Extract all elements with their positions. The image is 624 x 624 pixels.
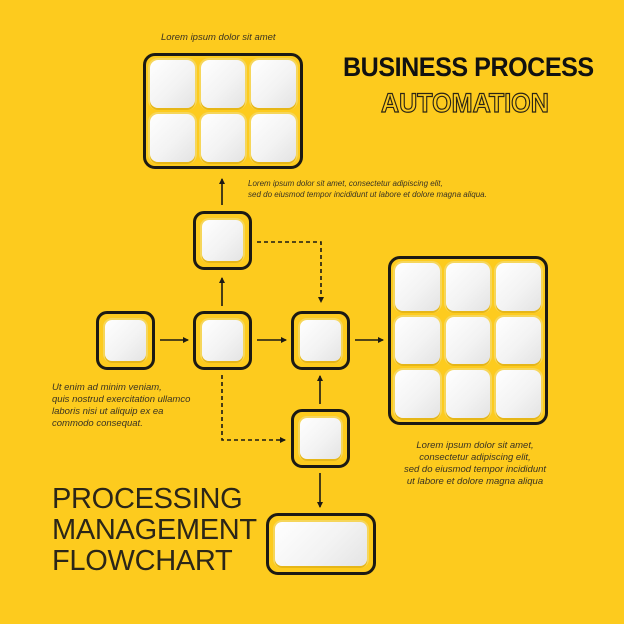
dashed-arrow-hub-to-lower (221, 375, 286, 443)
top-grid-tiles (150, 60, 296, 162)
caption-line: Lorem ipsum dolor sit amet, consectetur … (248, 179, 443, 188)
caption-line: Lorem ipsum dolor sit amet, (416, 440, 534, 451)
title-automation: AUTOMATION (380, 87, 549, 118)
caption-line: sed do eiusmod tempor incididunt ut labo… (248, 189, 487, 199)
top-grid-label: Lorem ipsum dolor sit amet (161, 32, 276, 43)
title-business-process: BUSINESS PROCESS (343, 52, 594, 82)
grid-tile (445, 316, 491, 365)
node-tile (202, 320, 243, 361)
grid-tile (150, 114, 195, 162)
output-grid-node[interactable] (388, 256, 548, 425)
node-tile (202, 220, 243, 261)
merge-node[interactable] (291, 311, 350, 370)
output-grid-tiles (395, 263, 541, 418)
lower-node[interactable] (291, 409, 350, 468)
caption-line: laboris nisi ut aliquip ex ea (52, 406, 164, 417)
end-node[interactable] (266, 513, 376, 575)
node-tile (105, 320, 146, 361)
grid-tile (445, 263, 491, 311)
caption-line: sed do eiusmod tempor incididunt (403, 464, 547, 475)
grid-tile (445, 370, 491, 418)
start-node[interactable] (96, 311, 155, 370)
grid-tile (496, 316, 541, 365)
top-grid-node[interactable] (143, 53, 303, 169)
dashed-arrow-upper-to-merge (257, 241, 324, 303)
caption-line: commodo consequat. (52, 418, 143, 429)
lower-caption: Lorem ipsum dolor sit amet, consectetur … (380, 440, 570, 488)
hub-node[interactable] (193, 311, 252, 370)
caption-line: consectetur adipiscing elit, (419, 452, 531, 463)
grid-tile (496, 370, 541, 418)
grid-tile (395, 316, 440, 365)
node-tile (300, 418, 341, 459)
node-tile (275, 522, 367, 566)
footer-title-line3: FLOWCHART (52, 545, 233, 577)
grid-tile (251, 114, 296, 162)
upper-caption: Lorem ipsum dolor sit amet, consectetur … (248, 179, 487, 200)
left-caption: Ut enim ad minim veniam, quis nostrud ex… (52, 382, 190, 430)
caption-line: quis nostrud exercitation ullamco (52, 394, 191, 405)
grid-tile (200, 60, 246, 108)
grid-tile (150, 60, 195, 108)
grid-tile (251, 60, 296, 108)
caption-line: Ut enim ad minim veniam, (52, 382, 162, 393)
upper-node[interactable] (193, 211, 252, 270)
node-tile (300, 320, 341, 361)
grid-tile (395, 370, 440, 418)
caption-line: ut labore et dolore magna aliqua (406, 476, 544, 487)
footer-title-line1: PROCESSING (52, 483, 243, 515)
grid-tile (496, 263, 541, 311)
grid-tile (200, 114, 246, 162)
footer-title-line2: MANAGEMENT (52, 514, 257, 546)
grid-tile (395, 263, 440, 311)
